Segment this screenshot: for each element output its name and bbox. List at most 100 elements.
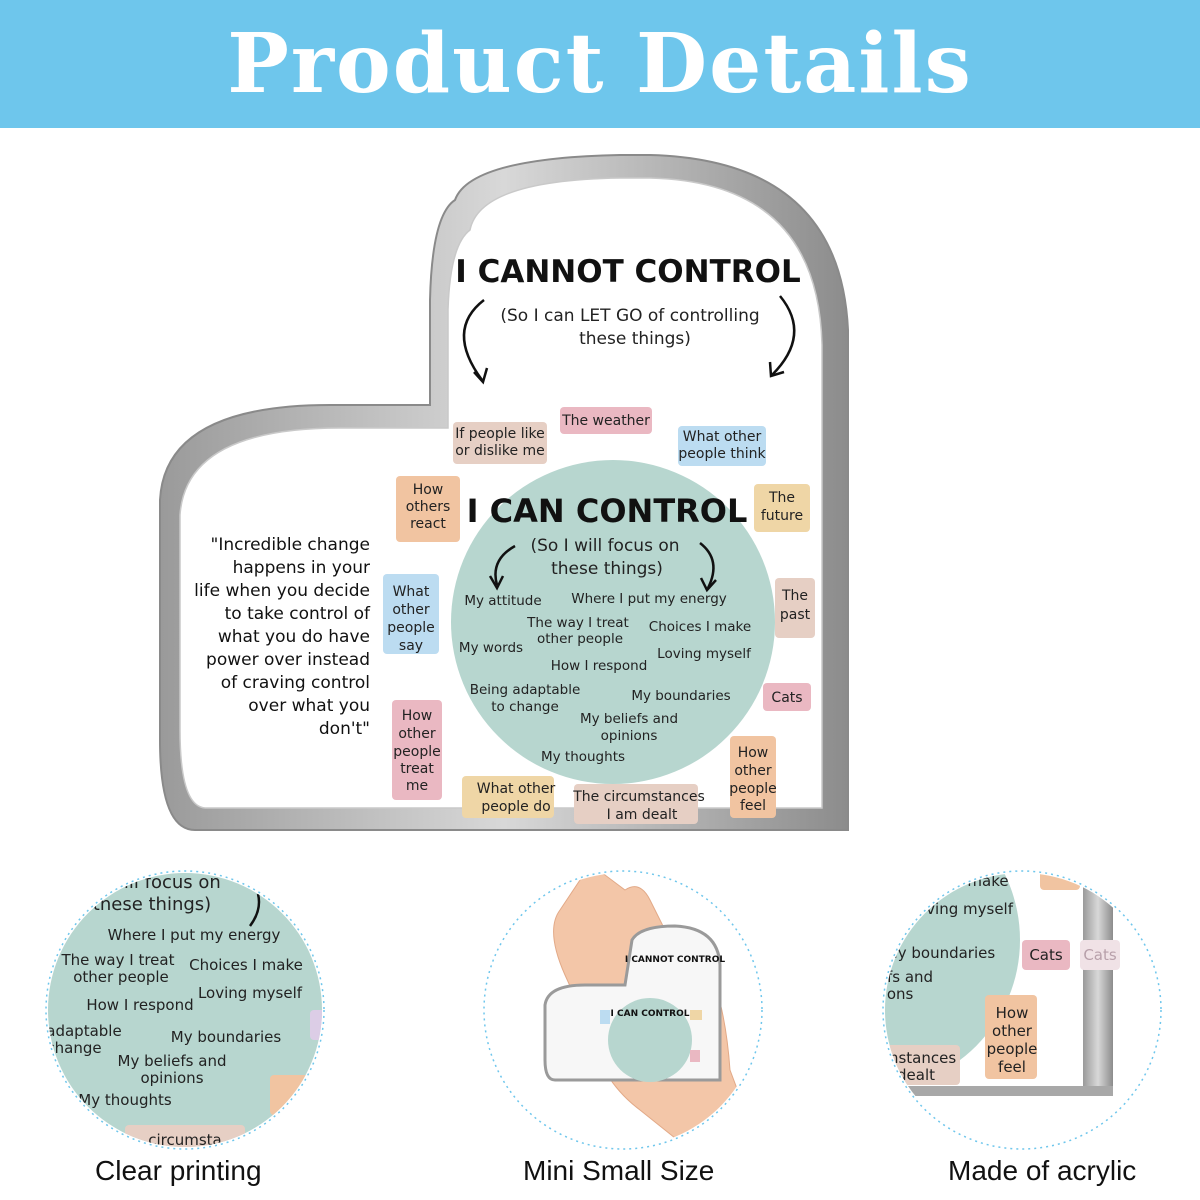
svg-text:Cats: Cats	[1083, 946, 1117, 964]
svg-text:to take control of: to take control of	[225, 604, 371, 624]
svg-text:Where I put my energy: Where I put my energy	[108, 926, 281, 944]
svg-text:opinions: opinions	[140, 1069, 203, 1087]
tag-feel	[730, 736, 776, 818]
caption-clear-printing: Clear printing	[95, 1155, 262, 1186]
svg-text:people: people	[987, 1040, 1038, 1058]
svg-text:over what you: over what you	[248, 696, 370, 716]
svg-text:The: The	[781, 588, 808, 604]
svg-text:Being adaptable: Being adaptable	[470, 682, 581, 698]
svg-text:opinions: opinions	[601, 728, 658, 744]
tag-think	[678, 426, 766, 466]
svg-text:what you do have: what you do have	[218, 627, 370, 647]
svg-text:react: react	[410, 516, 446, 532]
cannot-title: I CANNOT CONTROL	[455, 254, 800, 290]
svg-text:Loving myself: Loving myself	[657, 646, 752, 662]
svg-text:other: other	[398, 726, 436, 742]
svg-text:oving myself: oving myself	[917, 900, 1014, 918]
svg-text:people: people	[393, 744, 440, 760]
tag-react	[396, 476, 460, 542]
svg-text:Choices I make: Choices I make	[189, 956, 303, 974]
tag-past	[775, 578, 815, 638]
svg-text:fs and: fs and	[887, 968, 933, 986]
svg-text:My boundaries: My boundaries	[885, 944, 996, 962]
svg-text:people: people	[387, 620, 434, 636]
svg-text:How I respond: How I respond	[86, 996, 193, 1014]
svg-text:How I respond: How I respond	[551, 658, 648, 674]
svg-text:other people: other people	[537, 631, 623, 647]
svg-text:circumsta: circumsta	[148, 1131, 222, 1149]
svg-text:My thoughts: My thoughts	[541, 749, 625, 765]
tag-do	[462, 776, 554, 818]
can-arrow-left-icon	[494, 544, 516, 586]
svg-text:adaptable: adaptable	[46, 1022, 121, 1040]
svg-text:to change: to change	[491, 699, 559, 715]
svg-text:My boundaries: My boundaries	[171, 1028, 282, 1046]
svg-text:The weather: The weather	[561, 413, 650, 429]
svg-text:or dislike me: or dislike me	[455, 443, 545, 459]
svg-text:My boundaries: My boundaries	[631, 688, 730, 704]
caption-mini-size: Mini Small Size	[523, 1155, 715, 1186]
svg-text:other: other	[992, 1022, 1033, 1040]
svg-text:"Incredible change: "Incredible change	[211, 535, 370, 555]
svg-text:The circumstances: The circumstances	[572, 789, 705, 805]
cannot-sub2: these things)	[579, 329, 691, 349]
can-title: I CAN CONTROL	[467, 492, 748, 530]
svg-text:feel: feel	[740, 798, 766, 814]
svg-text:How: How	[996, 1004, 1029, 1022]
svg-text:power over instead: power over instead	[206, 650, 370, 670]
svg-text:past: past	[780, 607, 811, 623]
cannot-control-header: I CANNOT CONTROL (So I can LET GO of con…	[455, 254, 801, 385]
svg-text:What other: What other	[683, 429, 762, 445]
can-control-circle: I CAN CONTROL (So I will focus on these …	[451, 460, 775, 784]
svg-text:How: How	[413, 482, 444, 498]
tag-treat	[392, 700, 442, 800]
cannot-control-tags: The weather If people like or dislike me…	[383, 407, 815, 824]
arrow-left-icon	[462, 299, 485, 381]
svg-text:My words: My words	[459, 640, 523, 656]
svg-text:people do: people do	[481, 799, 550, 815]
tag-like	[453, 422, 547, 464]
can-arrow-right-icon	[699, 542, 715, 589]
svg-text:I CAN CONTROL: I CAN CONTROL	[611, 1009, 690, 1019]
svg-text:these things): these things)	[93, 894, 211, 915]
tag-circumstances	[574, 784, 698, 824]
svg-text:How: How	[402, 708, 433, 724]
svg-text:of craving control: of craving control	[221, 673, 370, 693]
svg-text:The way I treat: The way I treat	[526, 615, 629, 631]
svg-text:My thoughts: My thoughts	[78, 1091, 172, 1109]
svg-text:happens in your: happens in your	[233, 558, 370, 578]
svg-text:My beliefs and: My beliefs and	[580, 711, 678, 727]
svg-text:The: The	[768, 490, 795, 506]
svg-text:My attitude: My attitude	[464, 593, 541, 609]
svg-text:If people like: If people like	[455, 426, 544, 442]
svg-text:Where I put my energy: Where I put my energy	[571, 591, 727, 607]
svg-text:other people: other people	[73, 968, 169, 986]
svg-text:What: What	[393, 584, 430, 600]
svg-text:these things): these things)	[551, 559, 663, 579]
svg-text:Choices I make: Choices I make	[649, 619, 751, 635]
svg-text:people: people	[729, 781, 776, 797]
tag-cats	[763, 683, 811, 711]
svg-text:Cats: Cats	[771, 690, 802, 706]
tag-weather	[560, 407, 652, 434]
svg-text:feel: feel	[998, 1058, 1026, 1076]
svg-text:treat: treat	[400, 761, 434, 777]
svg-text:other: other	[734, 763, 772, 779]
zoom-circle-mini-size: I CANNOT CONTROL I CAN CONTROL	[483, 870, 763, 1150]
arrow-right-icon	[771, 295, 796, 376]
svg-text:I CANNOT CONTROL: I CANNOT CONTROL	[625, 955, 726, 965]
svg-text:dealt: dealt	[897, 1066, 935, 1084]
svg-text:say: say	[399, 638, 423, 654]
cannot-sub1: (So I can LET GO of controlling	[500, 306, 759, 326]
tag-say	[383, 574, 439, 654]
svg-text:other: other	[392, 602, 430, 618]
svg-text:life when you decide: life when you decide	[194, 581, 370, 601]
svg-text:(So I will focus on: (So I will focus on	[530, 536, 679, 556]
quote-text: "Incredible change happens in your life …	[194, 535, 371, 739]
svg-text:What other: What other	[477, 781, 556, 797]
svg-text:ions: ions	[883, 985, 914, 1003]
zoom-circle-clear-printing: will focus on these things) Where I put …	[45, 870, 325, 1150]
zoom-circle-acrylic: make oving myself My boundaries fs and i…	[882, 870, 1162, 1150]
svg-text:people think: people think	[678, 446, 766, 462]
